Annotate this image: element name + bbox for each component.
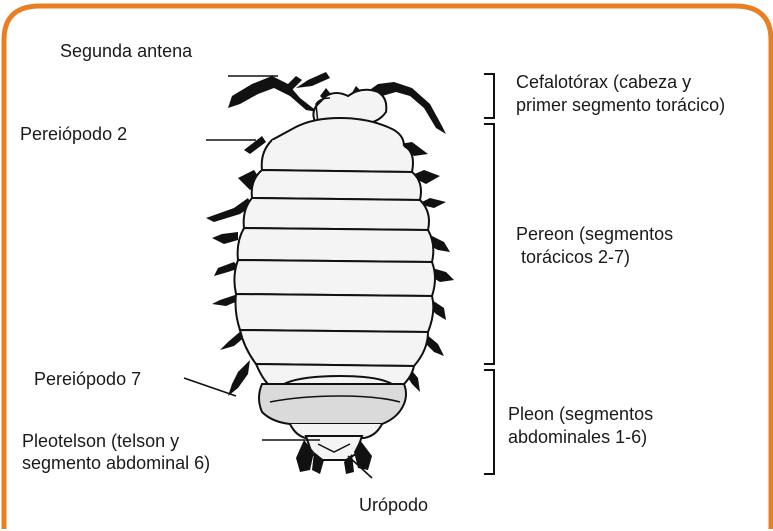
- pereon: [234, 118, 435, 366]
- pleon: [256, 364, 414, 438]
- label-cefalotorax-line1: Cefalotórax (cabeza y: [516, 71, 691, 93]
- bracket-cefalotorax: [484, 74, 494, 118]
- leader-pereiopodo-7: [184, 378, 236, 396]
- label-pleotelson-line2: segmento abdominal 6): [22, 452, 210, 474]
- label-pleotelson-line1: Pleotelson (telson y: [22, 430, 179, 452]
- brackets: [484, 74, 494, 474]
- label-pleon-line1: Pleon (segmentos: [508, 403, 653, 425]
- label-pereiopodo-7: Pereiópodo 7: [34, 368, 141, 390]
- bracket-pleon: [484, 370, 494, 474]
- label-pereon-line1: Pereon (segmentos: [516, 223, 673, 245]
- label-uropodo: Urópodo: [359, 494, 428, 516]
- label-pereiopodo-2: Pereiópodo 2: [20, 123, 127, 145]
- label-pleon-line2: abdominales 1-6): [508, 426, 647, 448]
- bracket-pereon: [484, 124, 494, 364]
- label-segunda-antena: Segunda antena: [60, 40, 192, 62]
- label-pereon-line2: torácicos 2-7): [516, 246, 630, 268]
- label-cefalotorax-line2: primer segmento torácico): [516, 94, 725, 116]
